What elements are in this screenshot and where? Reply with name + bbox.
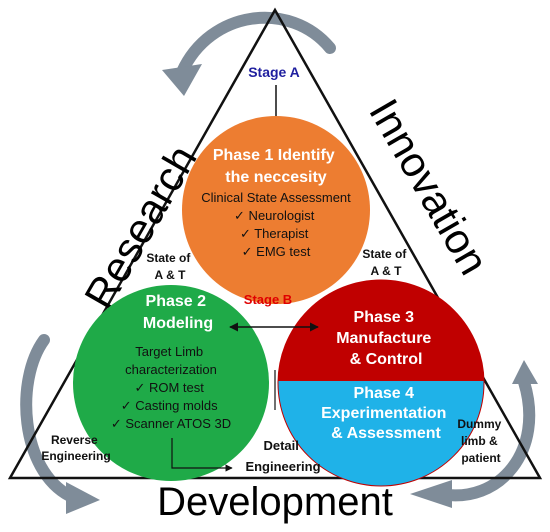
cycle-arrow-top — [176, 11, 336, 78]
phase2-subtitle: Target Limb characterization — [125, 344, 217, 377]
side-label-development: Development — [157, 480, 393, 524]
cycle-arrow-right-head — [512, 360, 538, 384]
cycle-arrow-right-tail — [410, 480, 452, 508]
phase1-subtitle: Clinical State Assessment — [201, 190, 351, 205]
dummy-limb-label: Dummy limb & patient — [457, 417, 504, 465]
detail-engineering-connector — [171, 438, 233, 472]
cycle-arrow-left — [20, 334, 76, 502]
phase3-title: Phase 3 Manufacture & Control — [336, 309, 436, 368]
phase2-circle — [73, 285, 269, 481]
cycle-arrow-right — [434, 376, 536, 502]
cycle-arrow-top-head — [162, 64, 202, 96]
state-left-label: State of A & T — [146, 251, 193, 282]
stage-a-label: Stage A — [248, 64, 300, 80]
phase1-title: Phase 1 Identify the neccesity — [213, 147, 339, 186]
phase4-title: Phase 4 Experimentation & Assessment — [321, 385, 451, 442]
triangle-outline — [7, 7, 543, 480]
phase1-items: ✓ Neurologist ✓ Therapist ✓ EMG test — [234, 208, 318, 259]
stage-b-label: Stage B — [244, 292, 292, 307]
phase2-items: ✓ ROM test ✓ Casting molds ✓ Scanner ATO… — [111, 380, 231, 431]
cycle-arrows — [20, 11, 538, 514]
state-right-label: State of A & T — [362, 247, 409, 278]
detail-engineering-label: Detail Engineering — [245, 438, 320, 474]
phase2-title: Phase 2 Modeling — [143, 293, 213, 332]
reverse-engineering-label: Reverse Engineering — [41, 433, 110, 463]
cycle-arrow-left-head — [66, 482, 100, 514]
phase1-circle — [182, 116, 370, 304]
phase3-4-border — [277, 279, 485, 487]
